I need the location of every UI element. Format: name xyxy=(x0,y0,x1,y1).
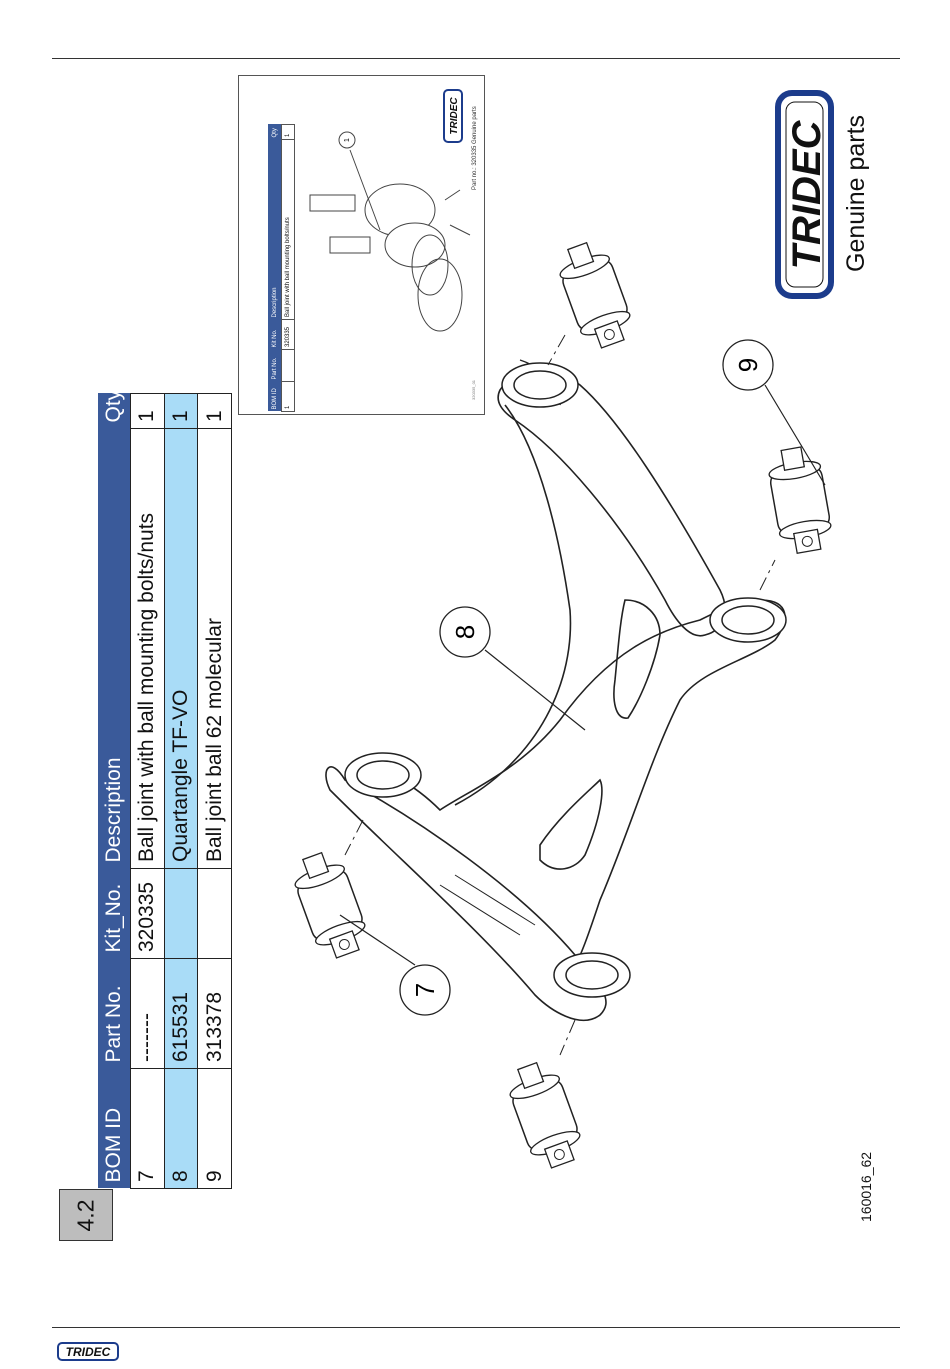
footer-rule xyxy=(52,1327,900,1328)
ball-joint-7 xyxy=(287,846,373,964)
inset-logo: TRIDEC xyxy=(443,89,463,143)
arm-bushings xyxy=(344,362,787,998)
ball-joint-upper xyxy=(552,236,638,354)
callout-9-label: 9 xyxy=(733,358,763,372)
footer-logo: TRIDEC xyxy=(57,1342,119,1361)
leader-lines xyxy=(339,384,826,966)
centerlines xyxy=(344,334,776,1056)
ball-joint-9 xyxy=(764,443,836,557)
logo-text: TRIDEC xyxy=(785,119,829,269)
callout-9: 9 xyxy=(722,339,774,391)
ball-joint-lower xyxy=(502,1056,588,1174)
callout-7-label: 7 xyxy=(410,983,440,997)
tridec-logo: TRIDEC xyxy=(775,90,834,299)
footer-logo-text: TRIDEC xyxy=(66,1345,111,1359)
header-rule xyxy=(52,58,900,59)
inset-sketch xyxy=(309,131,471,332)
callout-8: 8 xyxy=(439,606,491,658)
inset-logo-text: TRIDEC xyxy=(449,97,460,135)
section-badge: 4.2 xyxy=(59,1189,113,1241)
callout-8-label: 8 xyxy=(450,625,480,639)
quartangle-arm xyxy=(325,359,786,1021)
callout-7: 7 xyxy=(399,964,451,1016)
inset-callout-label: 1 xyxy=(344,138,351,142)
